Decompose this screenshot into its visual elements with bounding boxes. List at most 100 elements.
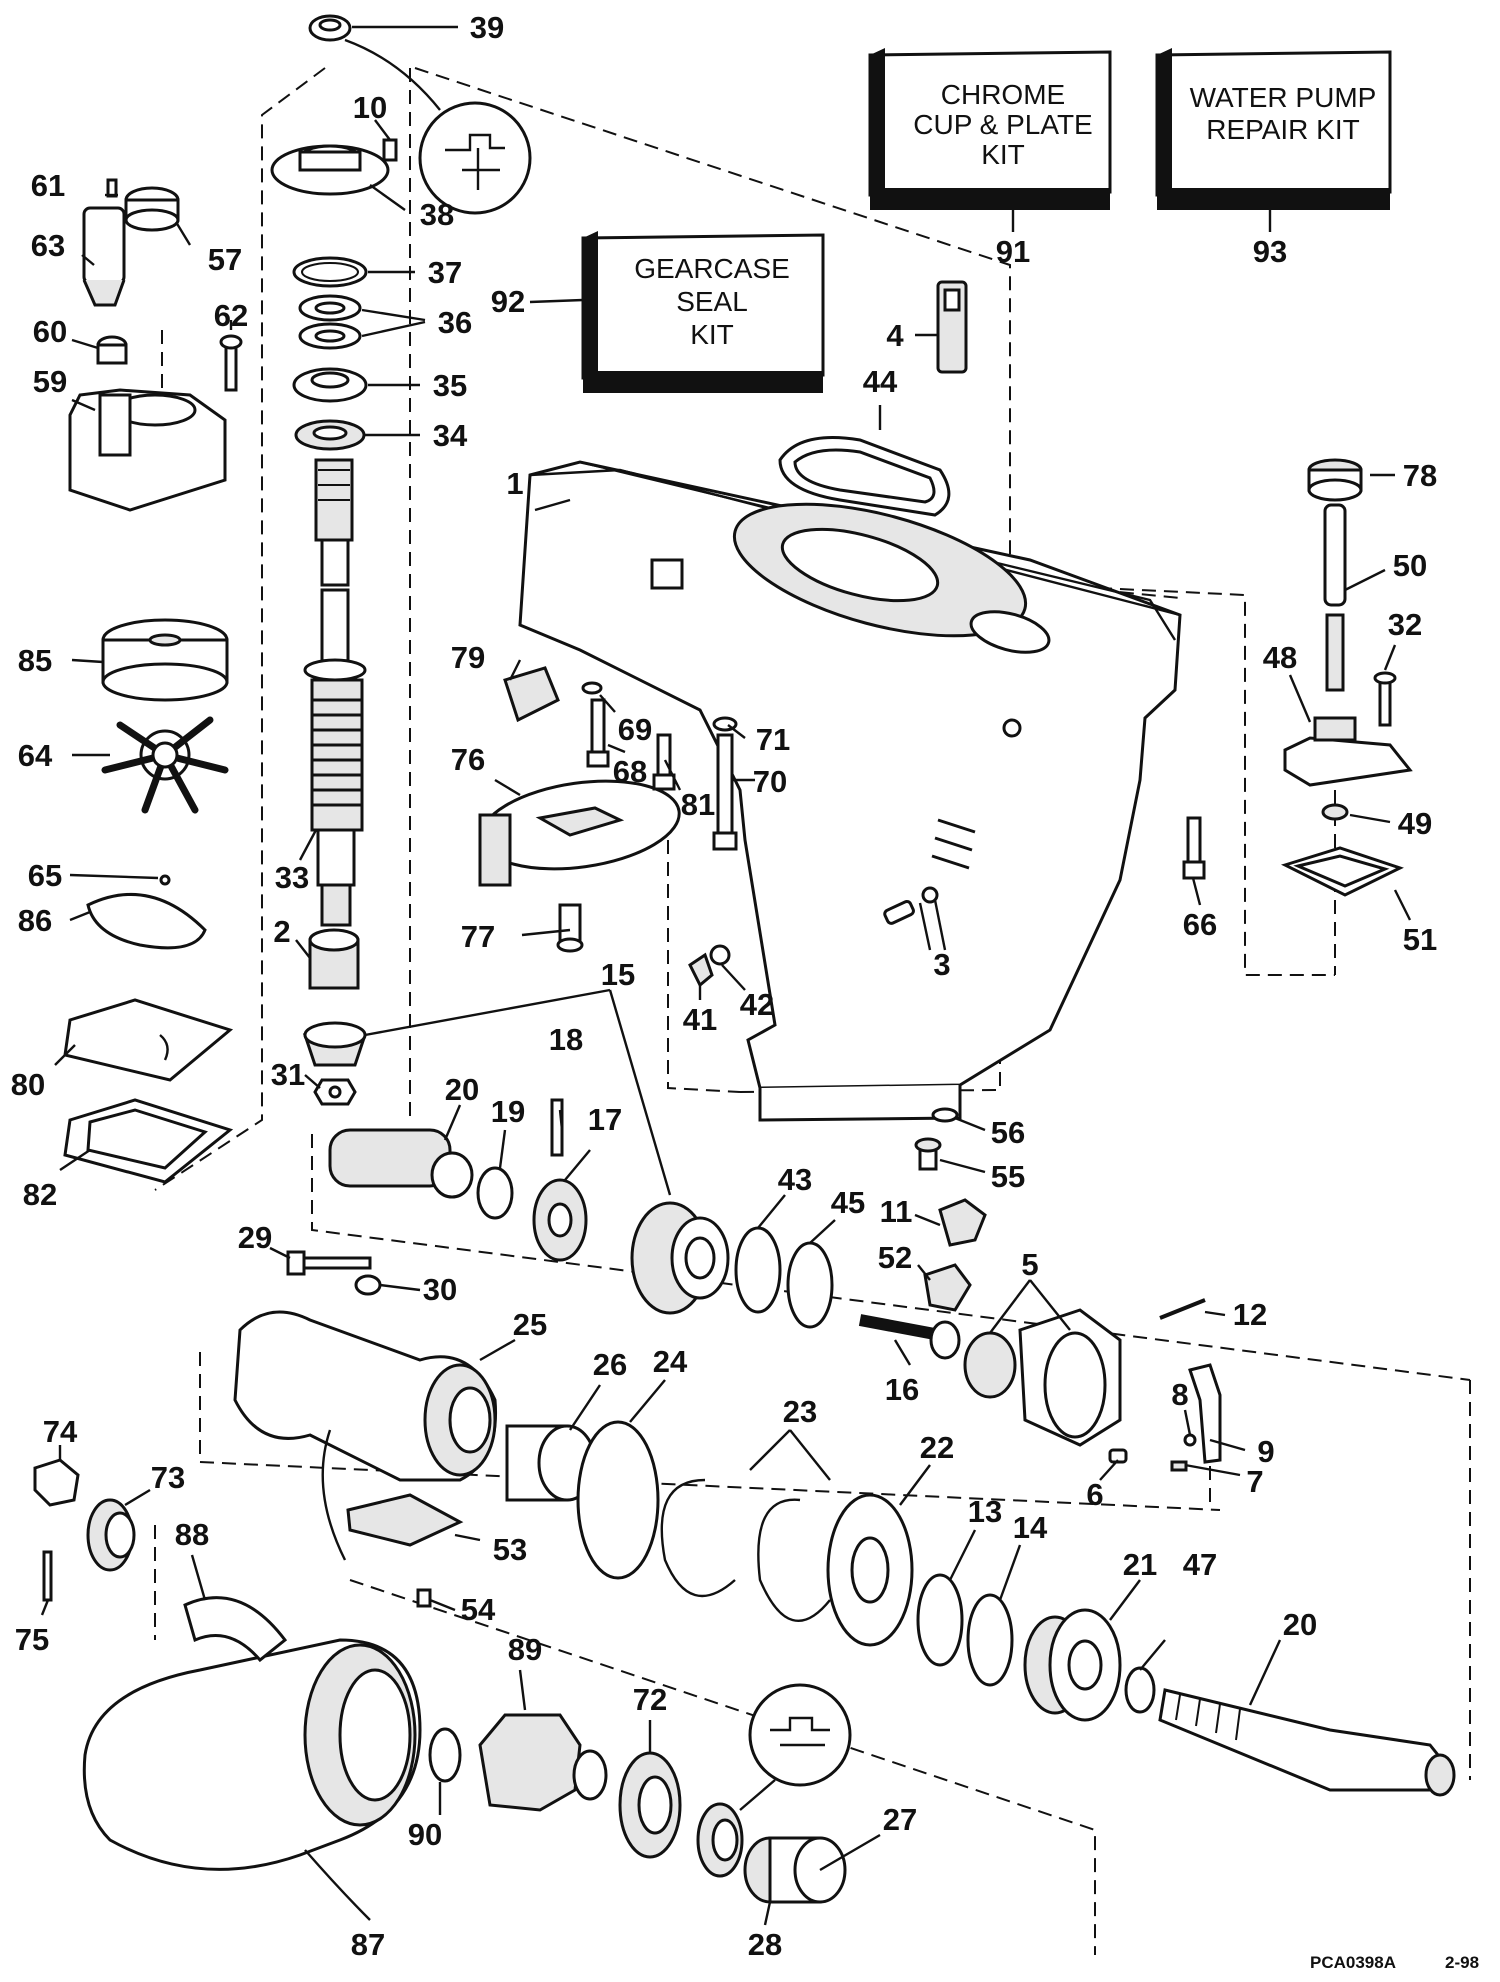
callout-32: 32 bbox=[1388, 607, 1422, 642]
callout-8: 8 bbox=[1171, 1377, 1188, 1412]
callout-42: 42 bbox=[740, 987, 774, 1022]
callout-69: 69 bbox=[618, 712, 652, 747]
callout-87: 87 bbox=[351, 1927, 385, 1962]
propshaft-parts bbox=[233, 1098, 1456, 1797]
callout-55: 55 bbox=[991, 1159, 1025, 1194]
water-pump-kit-line-1: WATER PUMP bbox=[1190, 82, 1377, 113]
chrome-kit-line-2: CUP & PLATE bbox=[913, 109, 1092, 140]
gearcase-housing bbox=[478, 280, 1182, 1171]
callout-numbers: 39 10 38 37 36 35 34 33 2 15 31 61 63 57… bbox=[11, 10, 1437, 1962]
figure-date-text: 2-98 bbox=[1445, 1953, 1479, 1972]
callout-3: 3 bbox=[933, 947, 950, 982]
gearcase-seal-kit-box: GEARCASE SEAL KIT 92 bbox=[491, 231, 825, 393]
assembly-dashed-lines bbox=[154, 67, 1471, 1955]
callout-21: 21 bbox=[1123, 1547, 1157, 1582]
callout-82: 82 bbox=[23, 1177, 57, 1212]
callout-15: 15 bbox=[601, 957, 635, 992]
callout-75: 75 bbox=[15, 1622, 49, 1657]
callout-14: 14 bbox=[1013, 1510, 1048, 1545]
callout-68: 68 bbox=[613, 754, 647, 789]
callout-12: 12 bbox=[1233, 1297, 1267, 1332]
callout-57: 57 bbox=[208, 242, 242, 277]
callout-81: 81 bbox=[681, 787, 715, 822]
callout-88: 88 bbox=[175, 1517, 209, 1552]
callout-45: 45 bbox=[831, 1185, 865, 1220]
callout-17: 17 bbox=[588, 1102, 622, 1137]
callout-1: 1 bbox=[506, 466, 523, 501]
leader-lines bbox=[40, 25, 1412, 1926]
callout-53: 53 bbox=[493, 1532, 527, 1567]
water-pump-kit-box: WATER PUMP REPAIR KIT 93 bbox=[1155, 48, 1392, 269]
water-pump-kit-line-2: REPAIR KIT bbox=[1206, 114, 1360, 145]
callout-80: 80 bbox=[11, 1067, 45, 1102]
callout-48: 48 bbox=[1263, 640, 1297, 675]
callout-86: 86 bbox=[18, 903, 52, 938]
callout-35: 35 bbox=[433, 368, 467, 403]
callout-60: 60 bbox=[33, 314, 67, 349]
callout-47: 47 bbox=[1183, 1547, 1217, 1582]
callout-43: 43 bbox=[778, 1162, 812, 1197]
callout-76: 76 bbox=[451, 742, 485, 777]
callout-31: 31 bbox=[271, 1057, 305, 1092]
water-pump-parts bbox=[63, 178, 243, 1184]
callout-5: 5 bbox=[1021, 1247, 1038, 1282]
callout-77: 77 bbox=[461, 919, 495, 954]
callout-44: 44 bbox=[863, 364, 898, 399]
callout-74: 74 bbox=[43, 1414, 78, 1449]
chrome-kit-line-3: KIT bbox=[981, 139, 1025, 170]
callout-16: 16 bbox=[885, 1372, 919, 1407]
chrome-kit-box: CHROME CUP & PLATE KIT 91 bbox=[868, 48, 1112, 269]
chrome-kit-line-1: CHROME bbox=[941, 79, 1065, 110]
callout-36: 36 bbox=[438, 305, 472, 340]
callout-30: 30 bbox=[423, 1272, 457, 1307]
callout-61: 61 bbox=[31, 168, 65, 203]
callout-85: 85 bbox=[18, 643, 52, 678]
callout-20-upper: 20 bbox=[445, 1072, 479, 1107]
callout-26: 26 bbox=[593, 1347, 627, 1382]
callout-20-lower: 20 bbox=[1283, 1607, 1317, 1642]
chrome-kit-number: 91 bbox=[996, 234, 1030, 269]
callout-41: 41 bbox=[683, 1002, 717, 1037]
callout-7: 7 bbox=[1246, 1464, 1263, 1499]
callout-38: 38 bbox=[420, 197, 454, 232]
callout-54: 54 bbox=[461, 1592, 496, 1627]
callout-50: 50 bbox=[1393, 548, 1427, 583]
callout-59: 59 bbox=[33, 364, 67, 399]
callout-34: 34 bbox=[433, 418, 468, 453]
callout-64: 64 bbox=[18, 738, 53, 773]
gearcase-kit-line-2: SEAL bbox=[676, 286, 748, 317]
propeller-parts bbox=[33, 1458, 852, 1921]
callout-71: 71 bbox=[756, 722, 790, 757]
callout-49: 49 bbox=[1398, 806, 1432, 841]
callout-72: 72 bbox=[633, 1682, 667, 1717]
callout-89: 89 bbox=[508, 1632, 542, 1667]
gearcase-kit-line-3: KIT bbox=[690, 319, 734, 350]
callout-79: 79 bbox=[451, 640, 485, 675]
callout-62: 62 bbox=[214, 298, 248, 333]
callout-19: 19 bbox=[491, 1094, 525, 1129]
callout-51: 51 bbox=[1403, 922, 1437, 957]
water-pump-kit-number: 93 bbox=[1253, 234, 1287, 269]
gearcase-kit-line-1: GEARCASE bbox=[634, 253, 790, 284]
callout-37: 37 bbox=[428, 255, 462, 290]
figure-code: PCA0398A 2-98 bbox=[1310, 1953, 1479, 1972]
callout-33: 33 bbox=[275, 860, 309, 895]
callout-13: 13 bbox=[968, 1494, 1002, 1529]
callout-6: 6 bbox=[1086, 1477, 1103, 1512]
driveshaft-stack bbox=[270, 14, 532, 1106]
callout-65: 65 bbox=[28, 858, 62, 893]
callout-4: 4 bbox=[886, 318, 904, 353]
callout-27: 27 bbox=[883, 1802, 917, 1837]
callout-39: 39 bbox=[470, 10, 504, 45]
callout-78: 78 bbox=[1403, 458, 1437, 493]
callout-63: 63 bbox=[31, 228, 65, 263]
callout-24: 24 bbox=[653, 1344, 688, 1379]
callout-18: 18 bbox=[549, 1022, 583, 1057]
callout-23: 23 bbox=[783, 1394, 817, 1429]
callout-90: 90 bbox=[408, 1817, 442, 1852]
callout-70: 70 bbox=[753, 764, 787, 799]
figure-code-text: PCA0398A bbox=[1310, 1953, 1396, 1972]
callout-22: 22 bbox=[920, 1430, 954, 1465]
